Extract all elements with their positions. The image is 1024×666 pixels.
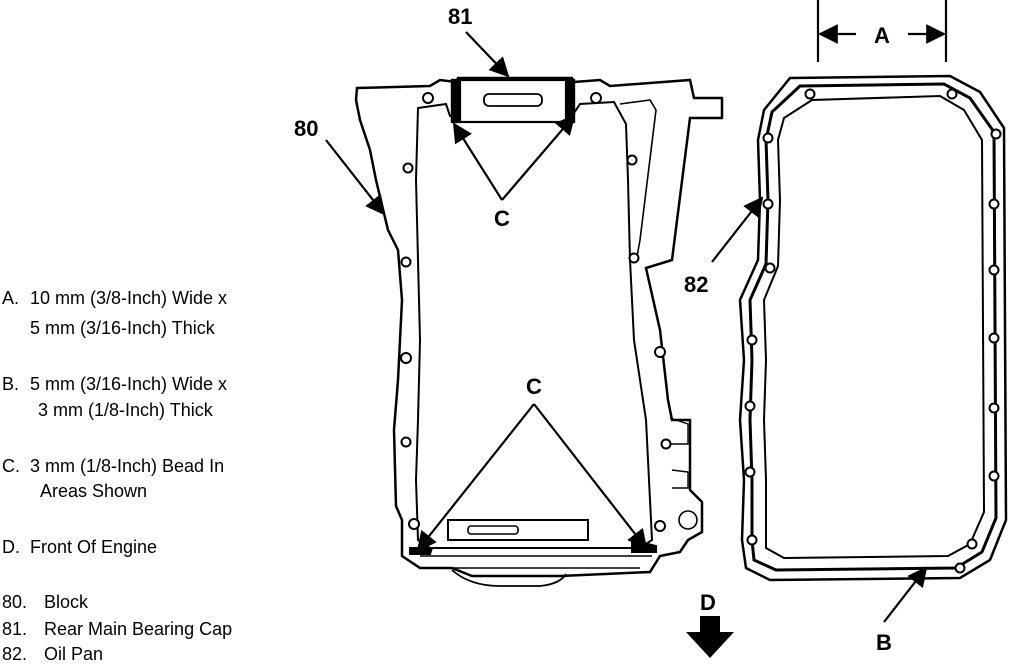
block-sump-lip — [451, 569, 567, 587]
pan-bolt-hole — [988, 198, 1000, 210]
label-81: 81 — [448, 4, 472, 29]
block-outline — [354, 76, 724, 578]
block-bolt-hole — [628, 252, 640, 264]
pan-bolt-hole — [746, 534, 758, 546]
block-bolt-hole — [590, 92, 602, 104]
legend-text-b-line2: 3 mm (1/8-Inch) Thick — [38, 400, 213, 420]
pan-bolt-hole — [988, 332, 1000, 344]
pan-bolt-hole — [988, 402, 1000, 414]
legend-key-c: C. — [2, 456, 20, 476]
pan-bolt-hole — [746, 334, 758, 346]
front-cap-slot — [467, 525, 519, 535]
legend-text-80: Block — [44, 592, 89, 612]
leader-81 — [465, 31, 510, 78]
pan-bolt-hole — [988, 264, 1000, 276]
pan-bolt-hole — [744, 400, 756, 412]
legend-text-b-line1: 5 mm (3/16-Inch) Wide x — [30, 374, 228, 394]
oil-pan — [738, 74, 1008, 582]
legend-item-80: 80. Block — [2, 590, 88, 614]
block-bolt-hole — [400, 436, 412, 448]
label-c-top: C — [494, 206, 510, 231]
legend-key-a: A. — [2, 288, 20, 308]
pan-bolt-hole — [954, 562, 966, 574]
leader-c-bottom-right — [533, 403, 648, 550]
label-d: D — [700, 590, 716, 615]
pan-bolt-hole — [804, 88, 816, 100]
oil-pan-gasket-bead — [748, 82, 998, 572]
block-right-boss — [669, 417, 689, 489]
legend-item-81: 81. Rear Main Bearing Cap — [2, 617, 232, 641]
leader-80 — [325, 139, 386, 216]
pan-bolt-hole — [990, 128, 1002, 140]
leader-82 — [711, 196, 764, 263]
label-80: 80 — [294, 116, 318, 141]
pan-bolt-hole — [762, 198, 774, 210]
pan-bolt-hole — [744, 466, 756, 478]
legend-item-a: A. 10 mm (3/8-Inch) Wide x — [2, 286, 227, 310]
legend-text-82: Oil Pan — [44, 644, 104, 664]
callout-leaders — [325, 31, 928, 623]
legend-key-b: B. — [2, 374, 20, 394]
front-cap-bead-left — [409, 547, 434, 555]
pan-bolt-hole — [966, 538, 978, 550]
legend-item-d: D. Front Of Engine — [2, 535, 157, 559]
block-bolt-hole — [626, 154, 638, 166]
engine-block — [354, 76, 724, 587]
block-bolt-hole — [408, 518, 420, 530]
legend-text-c-line2: Areas Shown — [40, 481, 148, 501]
block-bolt-hole — [654, 520, 666, 532]
block-bolt-hole — [660, 438, 672, 450]
pan-bolt-hole — [764, 262, 776, 274]
legend-key-82: 82. — [2, 644, 28, 664]
legend-text-a-line2: 5 mm (3/16-Inch) Thick — [30, 318, 215, 338]
block-bottom-flange — [420, 555, 652, 569]
legend-text-a-line1: 10 mm (3/8-Inch) Wide x — [30, 288, 228, 308]
block-bolt-hole — [654, 346, 666, 358]
leader-c-top-right — [501, 114, 576, 201]
rear-cap-left-bead — [450, 78, 462, 124]
pan-bolt-hole — [988, 470, 1000, 482]
oil-pan-inner-outline — [762, 94, 986, 560]
pan-bolt-hole — [762, 132, 774, 144]
legend-text-81: Rear Main Bearing Cap — [44, 619, 233, 639]
block-bolt-holes — [400, 92, 672, 532]
legend-text-c-line1: 3 mm (1/8-Inch) Bead In — [30, 456, 225, 476]
dimension-a — [816, 0, 948, 62]
oil-pan-outer-outline — [738, 74, 1008, 582]
leader-c-top-left — [452, 122, 503, 201]
block-bolt-hole — [402, 162, 414, 174]
label-c-bottom: C — [526, 374, 542, 399]
label-a: A — [874, 23, 890, 48]
label-b: B — [876, 630, 892, 655]
legend-item-c: C. 3 mm (1/8-Inch) Bead In — [2, 454, 224, 478]
label-82: 82 — [684, 272, 708, 297]
block-right-boss-hole — [678, 510, 698, 530]
legend-item-b: B. 5 mm (3/16-Inch) Wide x — [2, 372, 227, 396]
legend-text-d: Front Of Engine — [30, 537, 158, 557]
block-bolt-hole — [400, 256, 412, 268]
rear-cap-slot — [483, 93, 543, 107]
pan-bolt-hole — [946, 88, 958, 100]
oil-pan-bolt-holes — [744, 88, 1002, 574]
leader-b — [883, 566, 928, 623]
rear-cap-right-bead — [564, 78, 576, 124]
legend-key-80: 80. — [2, 592, 28, 612]
block-side-rib — [619, 99, 657, 263]
block-bolt-hole — [400, 352, 412, 364]
leader-c-bottom-left — [416, 403, 535, 552]
block-inner-opening — [414, 100, 654, 549]
legend: A. 10 mm (3/8-Inch) Wide x 5 mm (3/16-Inc… — [0, 0, 320, 664]
legend-key-81: 81. — [2, 619, 28, 639]
block-bolt-hole — [422, 92, 434, 104]
front-bearing-cap — [409, 519, 657, 555]
legend-item-82: 82. Oil Pan — [2, 642, 103, 666]
rear-main-bearing-cap — [450, 78, 576, 124]
front-of-engine-arrow-icon — [686, 616, 734, 658]
legend-key-d: D. — [2, 537, 20, 557]
